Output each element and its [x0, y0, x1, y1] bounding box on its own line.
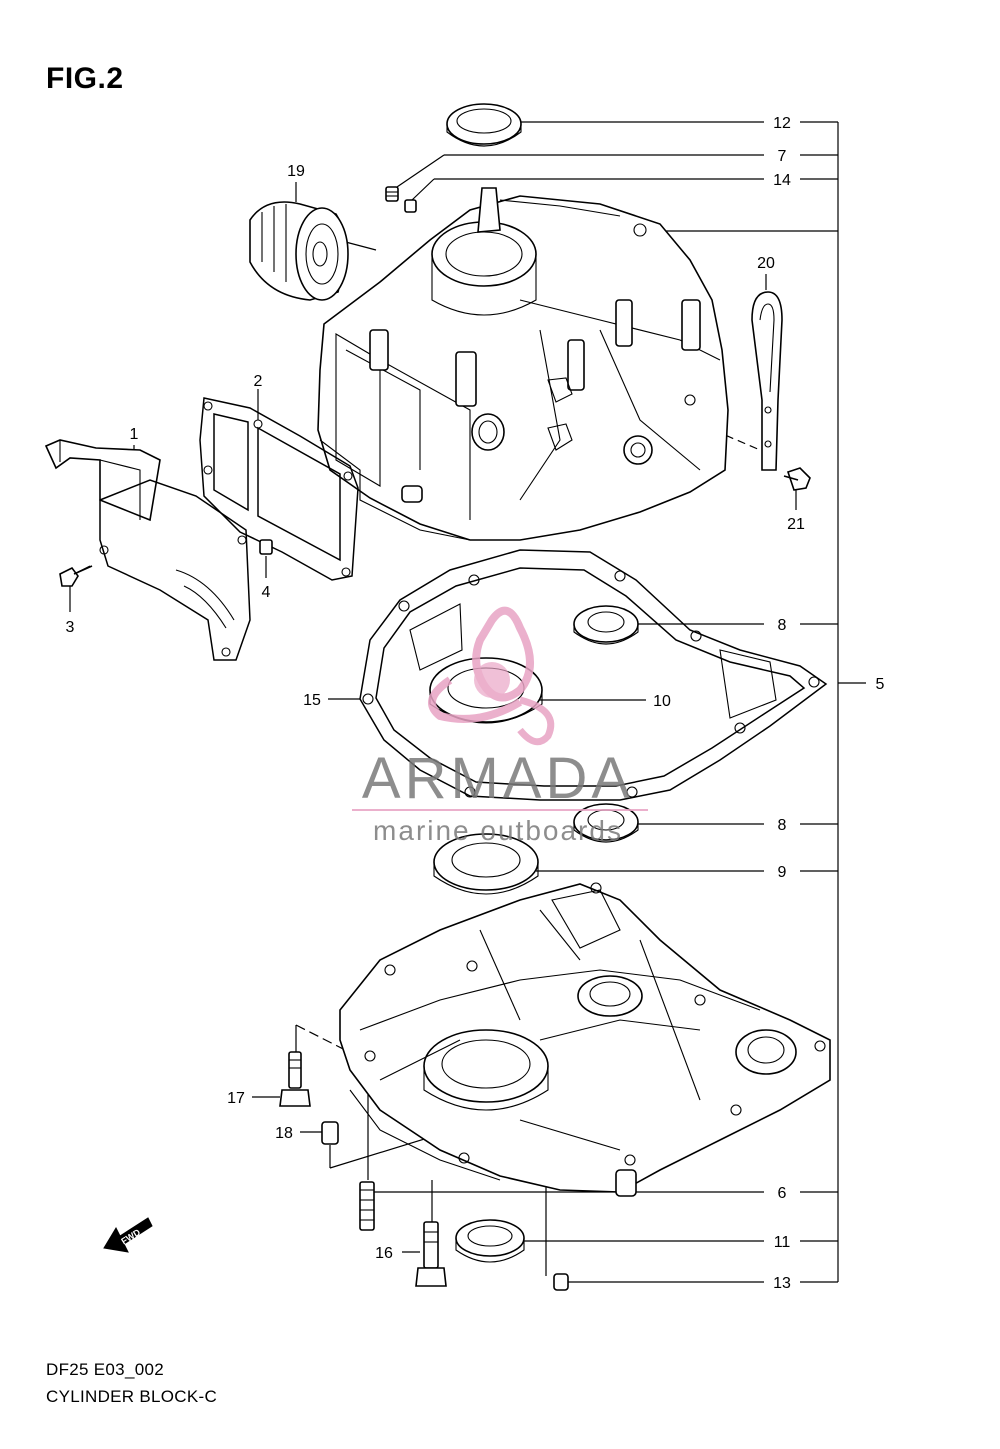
callout-13: 13: [773, 1275, 791, 1292]
callout-11: 11: [774, 1234, 791, 1251]
callout-labels: 12 7 14 19 20 2 1 21 4 3 8 5 15 10 8 9 1…: [66, 115, 885, 1292]
plug-13: [553, 1273, 569, 1291]
callout-16: 16: [375, 1245, 393, 1262]
watermark-tagline: marine outboards: [373, 815, 623, 846]
callout-8-lower: 8: [778, 817, 787, 834]
breather-cover: [44, 439, 161, 522]
callout-8-upper: 8: [778, 617, 787, 634]
callout-9: 9: [778, 864, 787, 881]
callout-20: 20: [757, 255, 775, 272]
oil-seal-upper: [446, 103, 522, 147]
dowel-pin-4: [259, 539, 273, 555]
callout-21: 21: [787, 516, 805, 533]
figure-name: CYLINDER BLOCK-C: [46, 1387, 218, 1406]
crankcase-lower: [339, 882, 831, 1197]
callout-4: 4: [262, 584, 271, 601]
callout-bracket: [660, 121, 866, 1283]
oil-seal-lower: [455, 1219, 525, 1263]
callout-7: 7: [778, 148, 787, 165]
bearing-8-upper: [573, 605, 639, 645]
bolt-16: [415, 1221, 447, 1287]
bolt-17: [279, 1051, 311, 1107]
callout-3: 3: [66, 619, 75, 636]
figure-title: FIG.2: [46, 62, 124, 95]
callout-17: 17: [227, 1090, 245, 1107]
crankcase-gasket: [359, 549, 828, 801]
dipstick-bracket: [751, 291, 783, 471]
callout-15: 15: [303, 692, 321, 709]
callout-18: 18: [275, 1125, 293, 1142]
gasket-cover: [199, 397, 359, 581]
callout-19: 19: [287, 163, 305, 180]
bolt-21: [783, 467, 811, 491]
figure-code: DF25 E03_002: [46, 1360, 164, 1379]
callout-12: 12: [773, 115, 791, 132]
callout-6: 6: [778, 1185, 787, 1202]
dowel-pin-18: [321, 1121, 339, 1145]
callout-10: 10: [653, 693, 671, 710]
oil-filter: [249, 201, 349, 301]
armada-watermark: ARMADA marine outboards: [352, 606, 648, 846]
plug-upper: [385, 186, 417, 213]
bolt-3: [59, 565, 93, 587]
callout-5: 5: [876, 676, 885, 693]
callout-2: 2: [254, 373, 263, 390]
breather-plate: [99, 479, 251, 661]
bearing-9: [433, 833, 539, 895]
cylinder-block: [317, 187, 729, 541]
callout-1: 1: [130, 426, 139, 443]
forward-arrow-icon: FWD: [103, 1217, 153, 1253]
callout-14: 14: [773, 172, 791, 189]
stud-bolt: [359, 1181, 375, 1231]
watermark-brand: ARMADA: [362, 746, 634, 811]
